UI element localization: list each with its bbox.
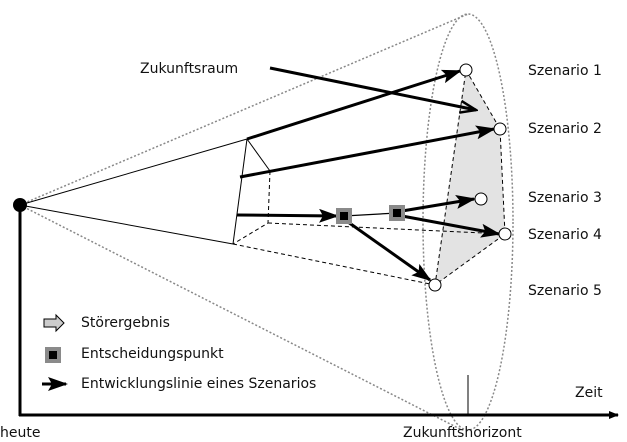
frame-line <box>232 170 271 245</box>
frame-line <box>246 138 271 172</box>
frame-line <box>232 138 248 245</box>
scenario-point-1 <box>459 63 473 77</box>
label-heute: heute <box>0 425 41 441</box>
label-scenario-1: Szenario 1 <box>528 63 602 79</box>
frame-line <box>19 204 234 245</box>
label-zukunftshorizont: Zukunftshorizont <box>403 425 522 441</box>
decision-square-icon <box>45 347 61 363</box>
label-scenario-5: Szenario 5 <box>528 283 602 299</box>
future-horizon-ellipse <box>422 13 514 431</box>
cone-edge-bottom <box>19 204 463 431</box>
scenario-point-4 <box>498 227 512 241</box>
development-line-3b <box>401 195 476 213</box>
label-zukunftsraum: Zukunftsraum <box>140 61 239 77</box>
label-scenario-4: Szenario 4 <box>528 227 602 243</box>
scenario-point-5 <box>428 278 442 292</box>
decision-point-2 <box>389 205 405 221</box>
frame-line <box>267 222 506 235</box>
decision-point-1 <box>336 208 352 224</box>
scenario-space <box>434 68 506 287</box>
label-zeit: Zeit <box>575 385 603 401</box>
scenario-point-3 <box>474 192 488 206</box>
legend-label-disruption: Störergebnis <box>81 315 170 331</box>
legend-label-decision-point: Entscheidungspunkt <box>81 346 224 362</box>
decision-link <box>343 212 398 217</box>
development-line-4 <box>401 214 501 238</box>
disruption-arrow <box>269 66 476 110</box>
development-line-2 <box>239 125 496 179</box>
legend-label-development-line: Entwicklungslinie eines Szenarios <box>81 376 317 392</box>
frame-line <box>19 138 248 206</box>
development-line-5 <box>347 220 432 282</box>
frame-line <box>232 243 436 286</box>
label-scenario-2: Szenario 2 <box>528 121 602 137</box>
label-scenario-3: Szenario 3 <box>528 190 602 206</box>
cone-edge-top <box>19 13 469 206</box>
scenario-point-2 <box>493 122 507 136</box>
development-line-1 <box>246 69 462 141</box>
outline-arrow-icon <box>43 313 65 333</box>
development-line-3 <box>236 208 339 223</box>
